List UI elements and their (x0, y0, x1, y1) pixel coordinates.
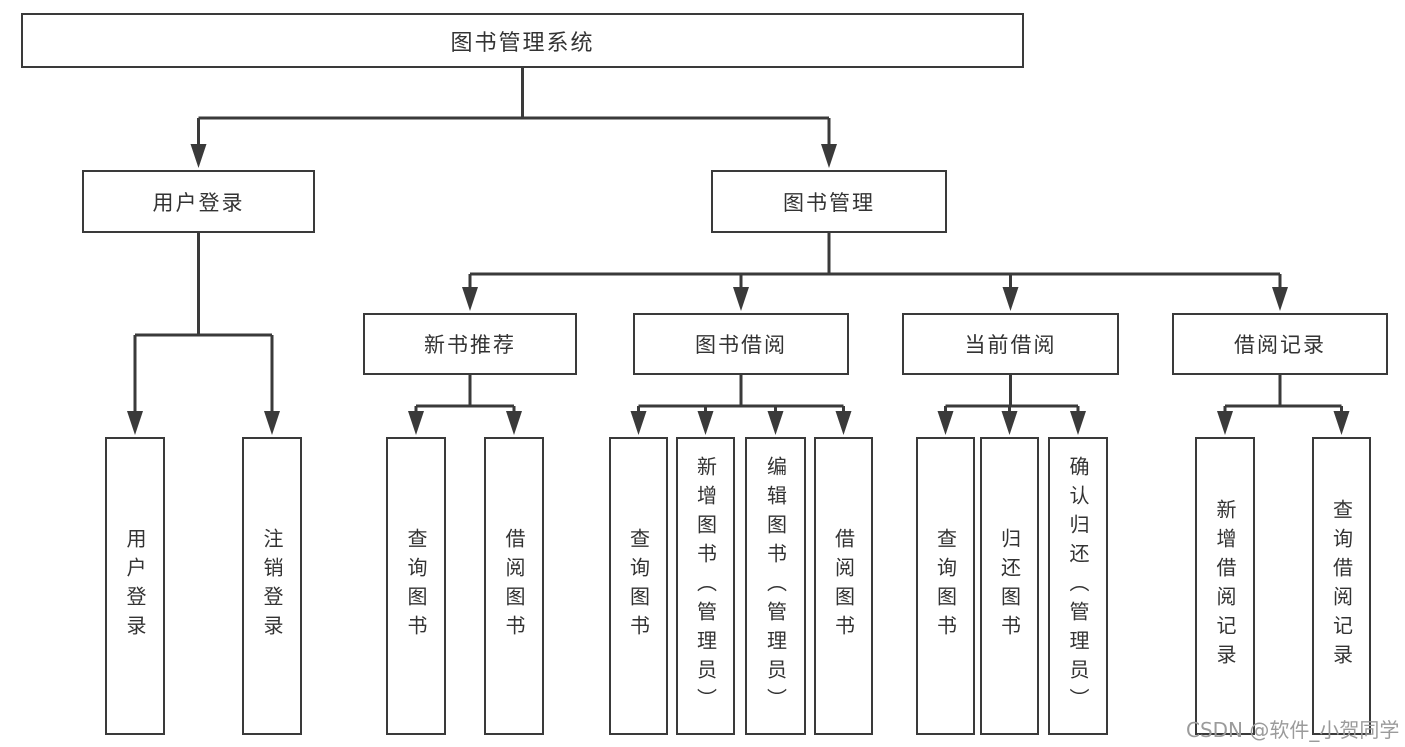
node-user-login: 用户登录 (82, 170, 315, 233)
leaf-query-book-recommend-label: 查询图书 (404, 528, 428, 644)
leaf-borrow-book: 借阅图书 (814, 437, 873, 735)
leaf-query-book-recommend: 查询图书 (386, 437, 446, 735)
leaf-query-book-current-label: 查询图书 (933, 528, 958, 644)
leaf-return-book-label: 归还图书 (997, 528, 1022, 644)
leaf-query-book-borrow: 查询图书 (609, 437, 668, 735)
node-book-borrow-label: 图书借阅 (695, 333, 787, 357)
leaf-add-borrow-record-label: 新增借阅记录 (1213, 499, 1237, 673)
leaf-add-book-admin-label: 新增图书（管理员） (693, 455, 718, 717)
leaf-confirm-return-admin-label: 确认归还（管理员） (1066, 455, 1090, 717)
leaf-user-login: 用户登录 (105, 437, 165, 735)
node-current-borrow: 当前借阅 (902, 313, 1119, 375)
node-library-system-label: 图书管理系统 (450, 30, 595, 56)
node-user-login-label: 用户登录 (152, 190, 245, 215)
leaf-logout: 注销登录 (242, 437, 302, 735)
leaf-borrow-book-recommend-label: 借阅图书 (502, 528, 526, 644)
node-book-borrow: 图书借阅 (633, 313, 849, 375)
node-book-management: 图书管理 (711, 170, 947, 233)
leaf-user-login-label: 用户登录 (123, 528, 147, 644)
node-new-book-recommend: 新书推荐 (363, 313, 577, 375)
node-library-system: 图书管理系统 (21, 13, 1024, 68)
leaf-query-borrow-record-label: 查询借阅记录 (1329, 499, 1354, 673)
leaf-edit-book-admin: 编辑图书（管理员） (745, 437, 806, 735)
leaf-borrow-book-label: 借阅图书 (831, 528, 856, 644)
leaf-confirm-return-admin: 确认归还（管理员） (1048, 437, 1108, 735)
leaf-add-borrow-record: 新增借阅记录 (1195, 437, 1255, 735)
leaf-borrow-book-recommend: 借阅图书 (484, 437, 544, 735)
leaf-logout-label: 注销登录 (260, 528, 284, 644)
leaf-query-book-borrow-label: 查询图书 (626, 528, 651, 644)
leaf-add-book-admin: 新增图书（管理员） (676, 437, 735, 735)
leaf-query-book-current: 查询图书 (916, 437, 975, 735)
node-borrow-records-label: 借阅记录 (1234, 333, 1326, 357)
leaf-query-borrow-record: 查询借阅记录 (1312, 437, 1371, 735)
leaf-return-book: 归还图书 (980, 437, 1039, 735)
watermark-text: CSDN @软件_小贺同学 (1186, 718, 1400, 742)
node-book-management-label: 图书管理 (783, 190, 875, 215)
node-current-borrow-label: 当前借阅 (964, 333, 1057, 357)
node-new-book-recommend-label: 新书推荐 (424, 333, 516, 357)
leaf-edit-book-admin-label: 编辑图书（管理员） (763, 455, 788, 717)
node-borrow-records: 借阅记录 (1172, 313, 1388, 375)
